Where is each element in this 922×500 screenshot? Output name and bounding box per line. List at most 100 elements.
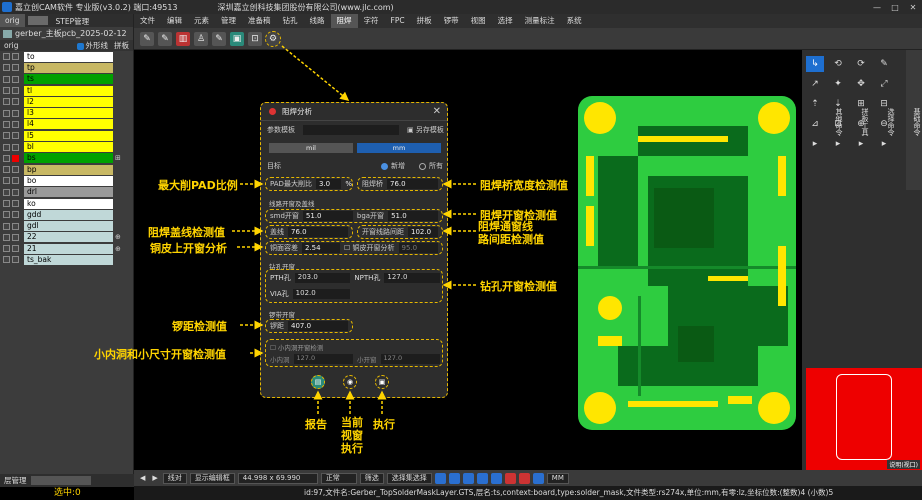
layer-affected-checkbox[interactable]: [12, 64, 19, 72]
menu-item[interactable]: 选择: [497, 16, 513, 25]
grid-icon[interactable]: ▥: [176, 31, 190, 46]
layer-affected-checkbox[interactable]: [12, 177, 19, 185]
tab-orig[interactable]: orig: [0, 14, 25, 27]
command-tool-icon[interactable]: ⊿: [811, 119, 819, 129]
layer-affected-checkbox[interactable]: [12, 154, 19, 162]
command-tool-icon[interactable]: ⊡: [834, 119, 842, 129]
layer-affected-checkbox[interactable]: [12, 120, 19, 128]
command-tool-icon[interactable]: ✎: [880, 59, 888, 69]
prev-button[interactable]: ◀: [140, 474, 146, 482]
layer-visible-checkbox[interactable]: [3, 166, 10, 174]
person-icon[interactable]: ♙: [194, 31, 208, 46]
layer-visible-checkbox[interactable]: [3, 98, 10, 106]
command-tool-icon[interactable]: ↳: [806, 56, 824, 72]
command-tool-icon[interactable]: ⊕: [857, 119, 865, 129]
current-view-button[interactable]: ◉: [343, 375, 357, 389]
layer-affected-checkbox[interactable]: [12, 222, 19, 230]
pen-icon[interactable]: ✎: [140, 31, 154, 46]
solder-analysis-icon[interactable]: ⚙: [265, 30, 281, 47]
layer-affected-checkbox[interactable]: [12, 132, 19, 140]
command-tool-icon[interactable]: ▸: [812, 139, 818, 149]
close-button[interactable]: ✕: [909, 2, 917, 12]
layer-visible-checkbox[interactable]: [3, 53, 10, 61]
target-new-radio[interactable]: 新增: [381, 161, 405, 171]
frame-icon[interactable]: ⊡: [248, 31, 262, 46]
layer-affected-checkbox[interactable]: [12, 245, 19, 253]
layer-visible-checkbox[interactable]: [3, 120, 10, 128]
layer-visible-checkbox[interactable]: [3, 222, 10, 230]
layer-visible-checkbox[interactable]: [3, 64, 10, 72]
layer-affected-checkbox[interactable]: [12, 188, 19, 196]
menu-item[interactable]: 准备稿: [248, 16, 271, 25]
via-input[interactable]: 102.0: [292, 289, 350, 299]
layer-row[interactable]: tp: [0, 62, 133, 73]
minimap[interactable]: 说明(视口): [806, 368, 922, 470]
command-tool-icon[interactable]: ▸: [858, 139, 864, 149]
layer-affected-checkbox[interactable]: [12, 166, 19, 174]
command-tool-icon[interactable]: ⟳: [857, 59, 865, 69]
layer-row[interactable]: bp: [0, 164, 133, 175]
layer-row[interactable]: tl: [0, 85, 133, 96]
layer-visible-checkbox[interactable]: [3, 154, 10, 162]
layer-visible-checkbox[interactable]: [3, 132, 10, 140]
command-category-tab[interactable]: 选择命令: [887, 108, 895, 136]
save-template-button[interactable]: ▣ 另存模板: [407, 126, 444, 134]
menu-item[interactable]: 拼板: [416, 16, 432, 25]
tool-icon[interactable]: [490, 472, 502, 484]
layer-row[interactable]: 22⊕: [0, 232, 133, 243]
command-tool-icon[interactable]: ⤢: [880, 79, 888, 89]
layer-row[interactable]: bo: [0, 175, 133, 186]
menu-item[interactable]: 锣带: [443, 16, 459, 25]
command-tool-icon[interactable]: ▸: [835, 139, 841, 149]
view-mode-select[interactable]: 正常: [320, 472, 357, 484]
command-tool-icon[interactable]: ⇣: [834, 99, 842, 109]
layer-visible-checkbox[interactable]: [3, 143, 10, 151]
layer-visible-checkbox[interactable]: [3, 188, 10, 196]
layer-row[interactable]: ts: [0, 74, 133, 85]
next-button[interactable]: ▶: [152, 474, 158, 482]
command-tool-icon[interactable]: ⟲: [834, 59, 842, 69]
command-tool-icon[interactable]: ✥: [857, 79, 865, 89]
layer-visible-checkbox[interactable]: [3, 245, 10, 253]
unit-select[interactable]: MM: [546, 472, 569, 484]
menu-item[interactable]: FPC: [390, 16, 405, 25]
mode-select[interactable]: 线对: [162, 472, 187, 484]
tool-icon[interactable]: [434, 472, 446, 484]
tool-icon[interactable]: [476, 472, 488, 484]
menu-item[interactable]: 文件: [140, 16, 155, 25]
tab-step-manager[interactable]: STEP管理: [55, 17, 90, 26]
menu-item[interactable]: 元素: [194, 16, 209, 25]
layer-row[interactable]: bl: [0, 141, 133, 153]
small-check[interactable]: ☐ 小内洞开窗检测: [270, 344, 324, 352]
layer-visible-checkbox[interactable]: [3, 87, 10, 95]
layer-row[interactable]: ko: [0, 198, 133, 209]
layer-visible-checkbox[interactable]: [3, 200, 10, 207]
layer-visible-checkbox[interactable]: [3, 75, 10, 83]
layer-affected-checkbox[interactable]: [12, 87, 19, 95]
outer-toggle[interactable]: 外形线: [76, 40, 108, 51]
copper-check[interactable]: ☐ 铜皮开窗分析: [344, 244, 395, 252]
layer-row[interactable]: l3: [0, 107, 133, 119]
command-tool-icon[interactable]: ⊞: [857, 99, 865, 109]
minimize-button[interactable]: —: [873, 2, 881, 12]
menu-item[interactable]: 管理: [221, 16, 236, 25]
display-edit-button[interactable]: 显示编辑框: [189, 472, 235, 484]
menu-item[interactable]: 钻孔: [282, 16, 298, 25]
tool-icon[interactable]: [504, 472, 516, 484]
teal-icon[interactable]: ▣: [230, 31, 244, 46]
pth-input[interactable]: 203.0: [294, 273, 351, 283]
selection-button[interactable]: 选择集选择: [386, 472, 432, 484]
layer-affected-checkbox[interactable]: [12, 75, 19, 83]
unit-mm-button[interactable]: mm: [357, 143, 441, 153]
tab-layer-manager[interactable]: 层管理: [4, 476, 27, 485]
pen-icon[interactable]: ✎: [212, 31, 226, 46]
template-select[interactable]: [303, 125, 399, 135]
layer-visible-checkbox[interactable]: [3, 211, 10, 219]
small-hole-input[interactable]: 127.0: [293, 354, 353, 364]
command-tool-icon[interactable]: ⊖: [880, 119, 888, 129]
menu-item[interactable]: 系统: [566, 16, 582, 25]
